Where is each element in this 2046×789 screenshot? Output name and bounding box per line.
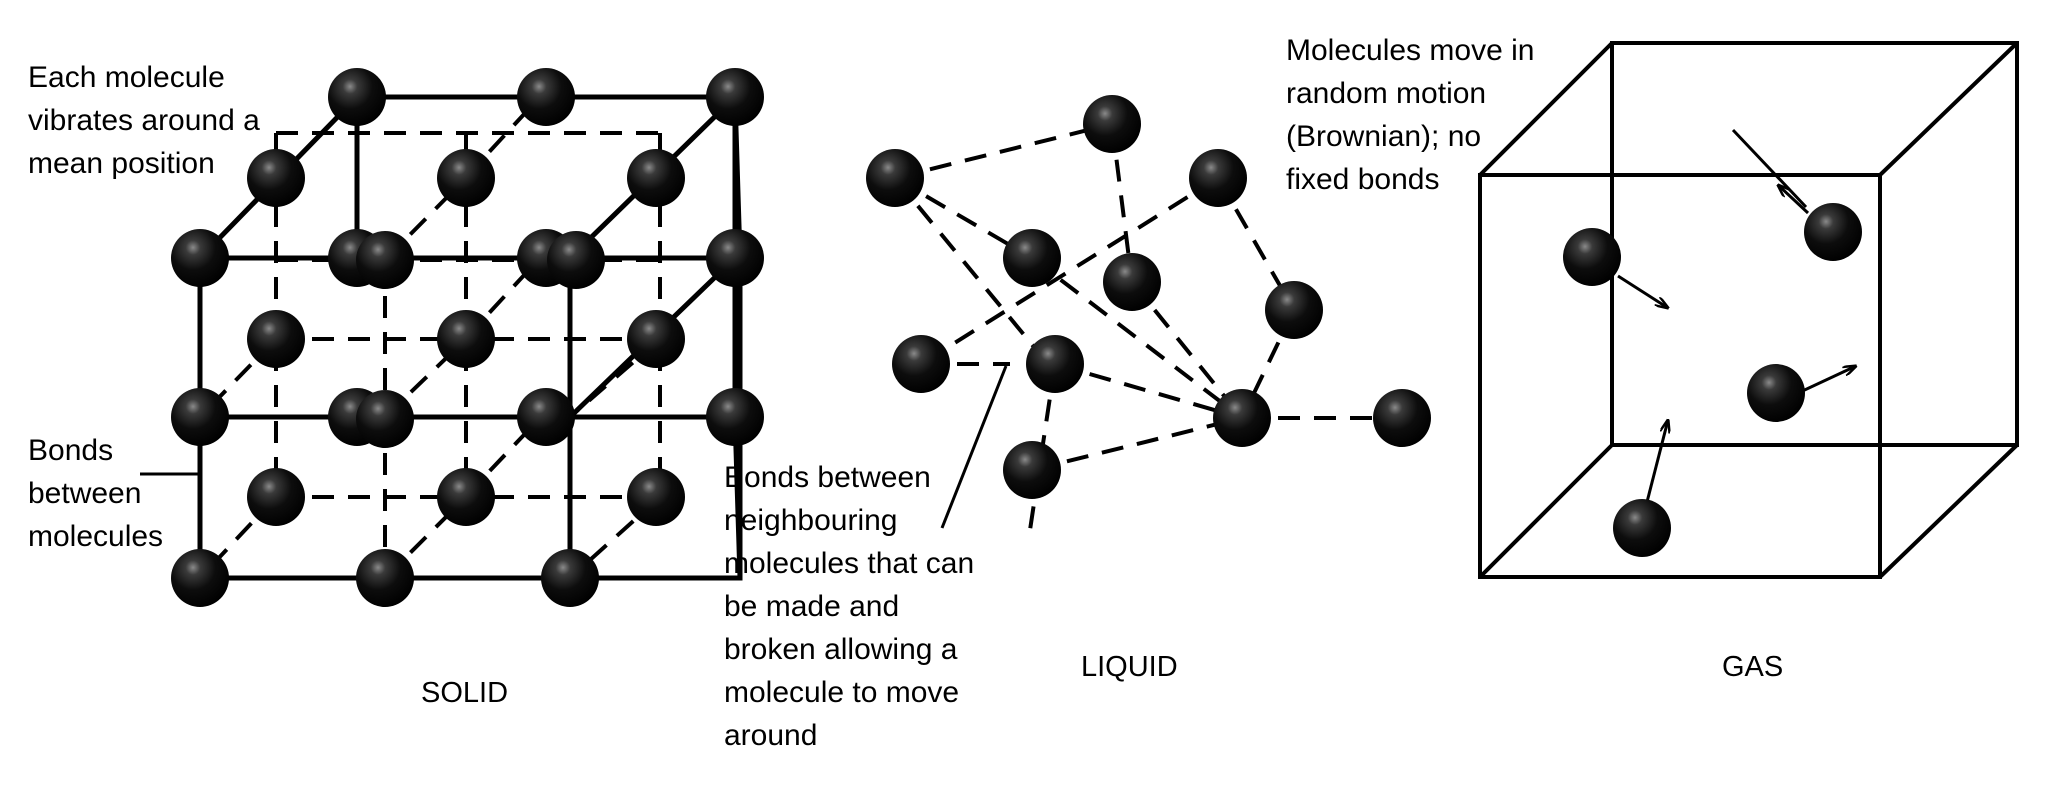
molecule: [1563, 228, 1621, 286]
molecule: [328, 68, 386, 126]
solid-molecules: [171, 68, 764, 607]
gas-velocity-arrows: [1617, 185, 1856, 503]
solid-bonds-annotation: Bonds between molecules: [28, 434, 164, 553]
molecule: [1003, 441, 1061, 499]
molecule: [247, 310, 305, 368]
molecule: [437, 310, 495, 368]
molecule: [1265, 281, 1323, 339]
molecule: [437, 149, 495, 207]
molecule: [547, 231, 605, 289]
liquid-caption: LIQUID: [1081, 651, 1178, 683]
molecule: [1003, 229, 1061, 287]
gas-motion-leader: [1731, 128, 1808, 209]
molecule: [1804, 203, 1862, 261]
solid-vibrate-annotation: Each molecule vibrates around a mean pos…: [28, 61, 260, 180]
molecule: [171, 549, 229, 607]
molecule: [1026, 335, 1084, 393]
molecule: [1747, 364, 1805, 422]
molecule: [706, 229, 764, 287]
molecule: [627, 468, 685, 526]
molecule: [541, 549, 599, 607]
molecule: [171, 388, 229, 446]
molecule: [171, 229, 229, 287]
molecule: [1103, 253, 1161, 311]
molecule: [356, 231, 414, 289]
molecule: [706, 388, 764, 446]
molecule: [706, 68, 764, 126]
liquid-bonds-leader: [940, 365, 1008, 529]
liquid-molecules: [866, 95, 1431, 499]
molecule: [247, 468, 305, 526]
molecule: [892, 335, 950, 393]
molecule: [356, 390, 414, 448]
solid-caption: SOLID: [421, 677, 509, 709]
molecule: [1373, 389, 1431, 447]
molecule: [627, 310, 685, 368]
gas-caption: GAS: [1722, 651, 1784, 683]
molecule: [1213, 389, 1271, 447]
molecule: [1189, 149, 1247, 207]
molecule: [517, 388, 575, 446]
molecule: [356, 549, 414, 607]
molecule: [437, 468, 495, 526]
molecule: [627, 149, 685, 207]
molecule: [1083, 95, 1141, 153]
molecule: [517, 68, 575, 126]
gas-motion-annotation: Molecules move in random motion (Brownia…: [1286, 34, 1535, 196]
molecule: [866, 149, 924, 207]
liquid-bonds-annotation: Bonds between neighbouring molecules tha…: [724, 461, 975, 752]
molecule: [1613, 499, 1671, 557]
molecule: [247, 149, 305, 207]
gas-molecules: [1563, 203, 1862, 557]
